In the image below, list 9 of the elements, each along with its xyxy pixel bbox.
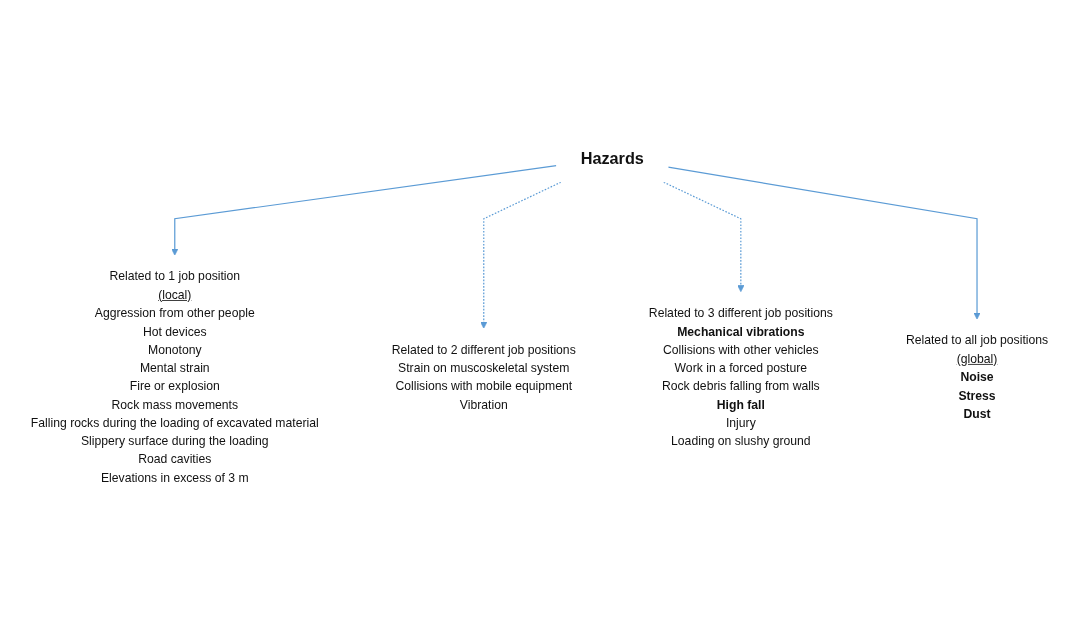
node-text: Related to 2 different job positions Strain on muscoskeletal system Collisions with mobile equipment Vibration bbox=[391, 341, 576, 411]
node-text: Related to 1 job position (local) Aggression from other people Hot devices Monotony Mental strain Fire or explosion Rock mass movements Falling rocks during the loading of excavated material Slippery surface during the loading Road cavities Elevations in excess of 3 m bbox=[30, 268, 319, 484]
node-text: Related to 3 different job positions Mechanical vibrations Collisions with other vehicles Work in a forced posture Rock debris falling from walls High fall Injury Loading on slushy ground bbox=[648, 305, 833, 448]
arrow bbox=[663, 181, 745, 292]
arrow bbox=[171, 164, 557, 256]
arrow bbox=[667, 166, 981, 320]
arrow bbox=[480, 181, 562, 329]
node-text: Related to all job positions (global) Noise Stress Dust bbox=[905, 332, 1049, 420]
node-text: Hazards bbox=[580, 148, 644, 167]
